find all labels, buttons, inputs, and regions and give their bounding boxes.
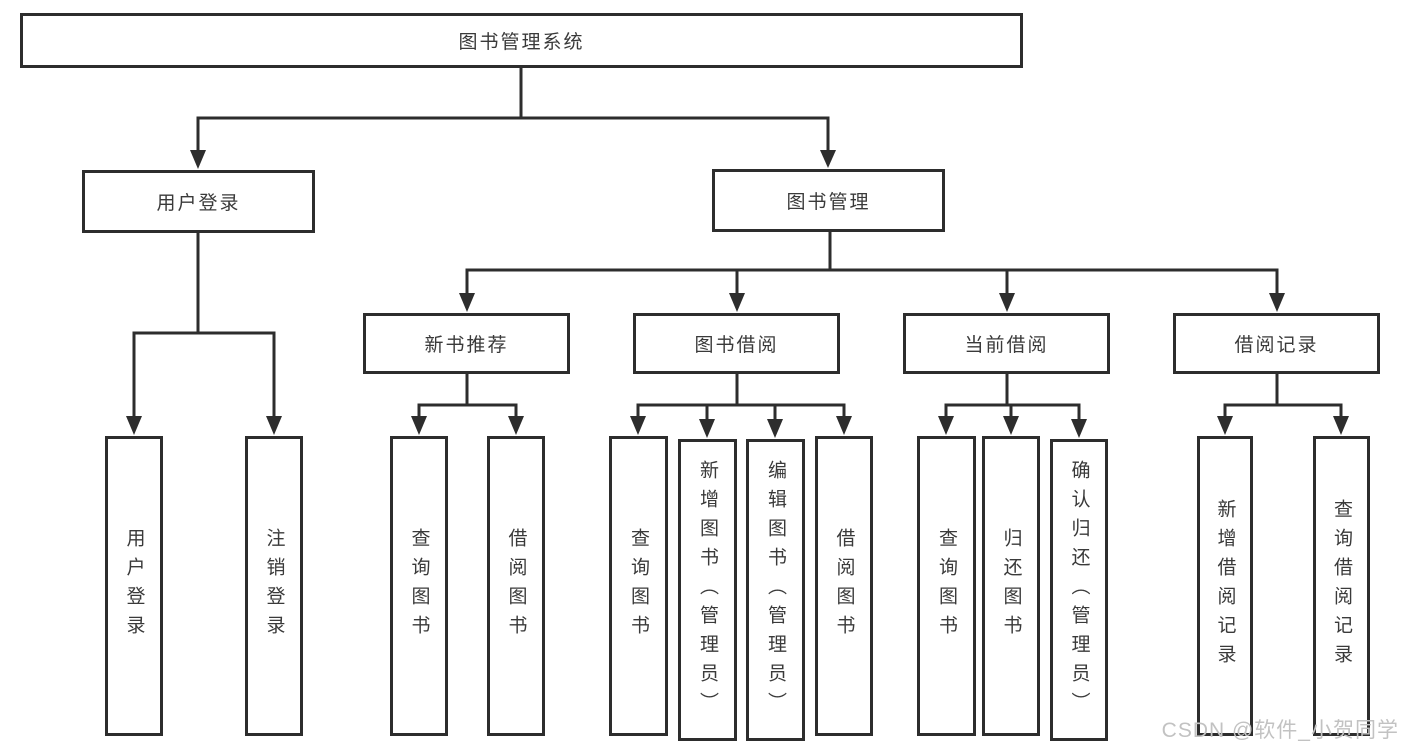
connector-paths xyxy=(132,66,1343,424)
node-label: 查询借阅记录 xyxy=(1331,499,1352,673)
node-user-login: 用户登录 xyxy=(82,170,315,233)
node-logout-leaf: 注销登录 xyxy=(245,436,303,736)
node-label: 新增图书（管理员） xyxy=(697,459,718,721)
node-label: 图书管理系统 xyxy=(458,32,585,53)
node-query-books-3: 查询图书 xyxy=(917,436,976,736)
node-label: 新增借阅记录 xyxy=(1214,499,1236,673)
node-label: 查询图书 xyxy=(936,528,957,644)
node-book-borrowing: 图书借阅 xyxy=(633,313,840,374)
node-current-borrowing: 当前借阅 xyxy=(903,313,1110,374)
node-edit-books-admin: 编辑图书（管理员） xyxy=(746,439,805,741)
node-label: 当前借阅 xyxy=(964,335,1049,356)
node-return-books: 归还图书 xyxy=(982,436,1040,736)
node-label: 注销登录 xyxy=(263,528,285,644)
node-library-management-system: 图书管理系统 xyxy=(20,13,1023,68)
node-add-books-admin: 新增图书（管理员） xyxy=(678,439,737,741)
node-label: 查询图书 xyxy=(408,528,430,644)
node-label: 借阅图书 xyxy=(833,528,855,644)
node-book-management: 图书管理 xyxy=(712,169,945,232)
node-borrowing-records: 借阅记录 xyxy=(1173,313,1380,374)
node-query-borrow-record: 查询借阅记录 xyxy=(1313,436,1370,736)
node-label: 查询图书 xyxy=(628,528,649,644)
node-label: 借阅记录 xyxy=(1234,335,1319,356)
node-label: 确认归还（管理员） xyxy=(1068,459,1090,721)
node-add-borrow-record: 新增借阅记录 xyxy=(1197,436,1253,736)
node-label: 用户登录 xyxy=(156,193,241,214)
node-user-login-leaf: 用户登录 xyxy=(105,436,163,736)
node-confirm-return-admin: 确认归还（管理员） xyxy=(1050,439,1108,741)
arrowheads xyxy=(126,150,1349,438)
node-label: 编辑图书（管理员） xyxy=(765,459,786,721)
node-label: 图书管理 xyxy=(786,192,871,213)
node-label: 用户登录 xyxy=(123,528,145,644)
watermark: CSDN @软件_小贺同学 xyxy=(1161,719,1399,742)
node-label: 借阅图书 xyxy=(505,528,527,644)
node-borrow-books-1: 借阅图书 xyxy=(487,436,545,736)
node-query-books-1: 查询图书 xyxy=(390,436,448,736)
node-new-book-recommend: 新书推荐 xyxy=(363,313,570,374)
node-borrow-books-2: 借阅图书 xyxy=(815,436,873,736)
node-label: 新书推荐 xyxy=(424,335,509,356)
node-query-books-2: 查询图书 xyxy=(609,436,668,736)
node-label: 归还图书 xyxy=(1000,528,1022,644)
node-label: 图书借阅 xyxy=(694,335,779,356)
